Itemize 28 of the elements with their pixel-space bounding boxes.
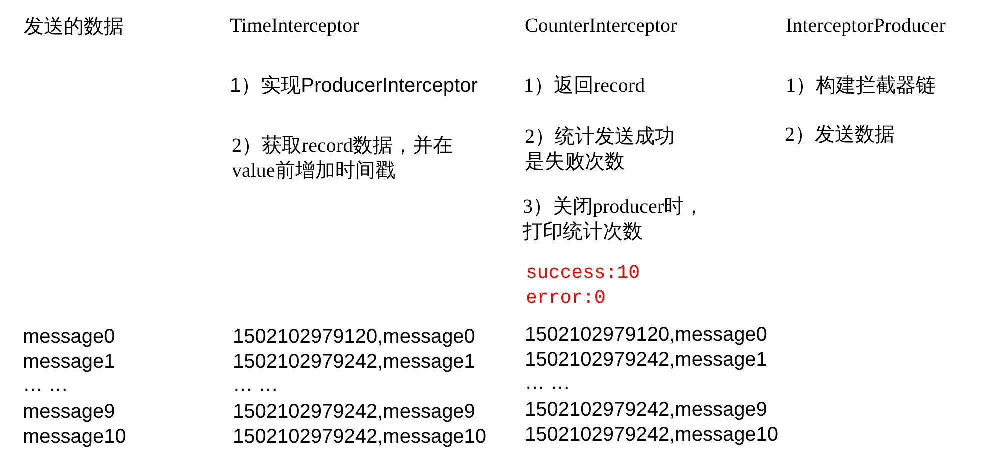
column-heading: TimeInterceptor: [230, 14, 360, 39]
message-text: 1502102979120,message0: [233, 325, 476, 350]
step-text: 2）发送数据: [785, 123, 896, 148]
step-text: 1）构建拦截器链: [786, 74, 937, 99]
log-output: error:0: [526, 286, 606, 311]
step-text: 1）返回record: [524, 74, 646, 99]
message-text: 1502102979242,message10: [525, 423, 779, 448]
column-heading: InterceptorProducer: [786, 14, 946, 39]
column-heading: CounterInterceptor: [525, 14, 678, 39]
step-text: 2）统计发送成功是失败次数: [525, 125, 676, 175]
log-output: success:10: [526, 261, 640, 286]
step-text: 2）获取record数据，并在value前增加时间戳: [232, 134, 454, 184]
message-text: 1502102979242,message1: [525, 348, 768, 373]
step-text: 1）实现ProducerInterceptor: [230, 74, 479, 99]
message-text: 1502102979120,message0: [525, 323, 768, 348]
step-text: 3）关闭producer时，打印统计次数: [523, 195, 706, 245]
message-text: message1: [23, 350, 116, 375]
ellipsis-text: … …: [23, 373, 69, 398]
message-text: 1502102979242,message1: [233, 350, 476, 375]
message-text: message0: [23, 325, 116, 350]
message-text: 1502102979242,message9: [233, 400, 476, 425]
ellipsis-text: … …: [233, 373, 279, 398]
message-text: message10: [23, 425, 126, 450]
ellipsis-text: … …: [525, 371, 571, 396]
message-text: 1502102979242,message10: [233, 425, 487, 450]
column-heading: 发送的数据: [24, 15, 124, 40]
message-text: message9: [23, 400, 116, 425]
message-text: 1502102979242,message9: [525, 398, 768, 423]
